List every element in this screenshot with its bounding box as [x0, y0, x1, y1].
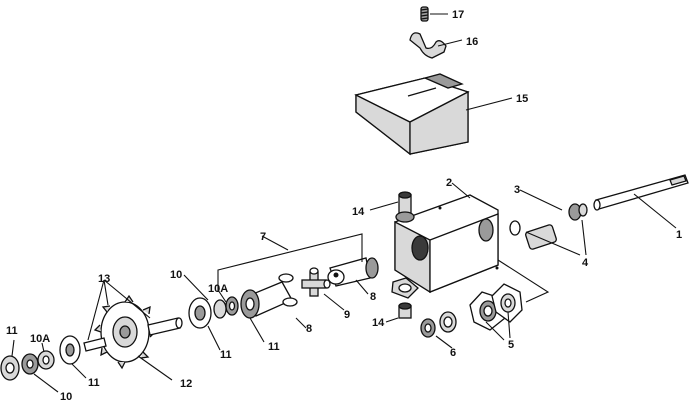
part-universal-cross: [301, 267, 331, 297]
part-bushing-top: [395, 191, 415, 223]
callout-11-left-a: 11: [6, 325, 18, 337]
callout-1: 1: [676, 229, 682, 241]
callout-17: 17: [452, 9, 464, 21]
part-yoke-left: [240, 273, 298, 319]
callout-8-left: 8: [306, 323, 312, 335]
part-clip: [409, 32, 447, 59]
part-housing: [391, 194, 499, 299]
callout-10-left: 10: [60, 391, 72, 403]
callout-3: 3: [514, 184, 520, 196]
callout-10a-left: 10A: [30, 333, 50, 345]
callout-14-bottom: 14: [372, 317, 385, 329]
leader-lines: [11, 13, 677, 393]
callout-13: 13: [98, 273, 110, 285]
part-washers-left: [0, 335, 81, 381]
callout-15: 15: [516, 93, 528, 105]
assembly-bracket-5: [497, 259, 550, 303]
callout-labels: 17 16 15 2 3 1 14 14 4 7 13 10 10A 8 8 9…: [6, 9, 682, 403]
callout-8-right: 8: [370, 291, 376, 303]
callout-4: 4: [582, 257, 589, 269]
callout-11-right-a: 11: [220, 349, 232, 361]
part-flange-bearings: [469, 283, 523, 331]
part-spring: [420, 6, 429, 22]
callout-11-right-b: 11: [268, 341, 280, 353]
part-collar-assembly: [509, 203, 588, 250]
callout-16: 16: [466, 36, 478, 48]
callout-9: 9: [344, 309, 350, 321]
callout-6: 6: [450, 347, 456, 359]
callout-11-left-b: 11: [88, 377, 100, 389]
part-washers-right: [188, 296, 239, 329]
part-cover: [354, 73, 470, 156]
callout-12: 12: [180, 378, 192, 390]
part-yoke-right: [327, 257, 379, 287]
assembly-bracket-7: [217, 233, 363, 292]
part-sprocket: [93, 294, 157, 370]
callout-14-top: 14: [352, 206, 365, 218]
callout-2: 2: [446, 177, 452, 189]
callout-5: 5: [508, 339, 514, 351]
part-bearing-race: [420, 311, 457, 338]
part-bushing-bottom: [398, 302, 412, 319]
callout-7: 7: [260, 231, 266, 243]
callout-10a-right: 10A: [208, 283, 228, 295]
callout-10-right: 10: [170, 269, 182, 281]
part-drive-shaft: [593, 174, 689, 211]
part-stub-shaft: [83, 317, 183, 352]
